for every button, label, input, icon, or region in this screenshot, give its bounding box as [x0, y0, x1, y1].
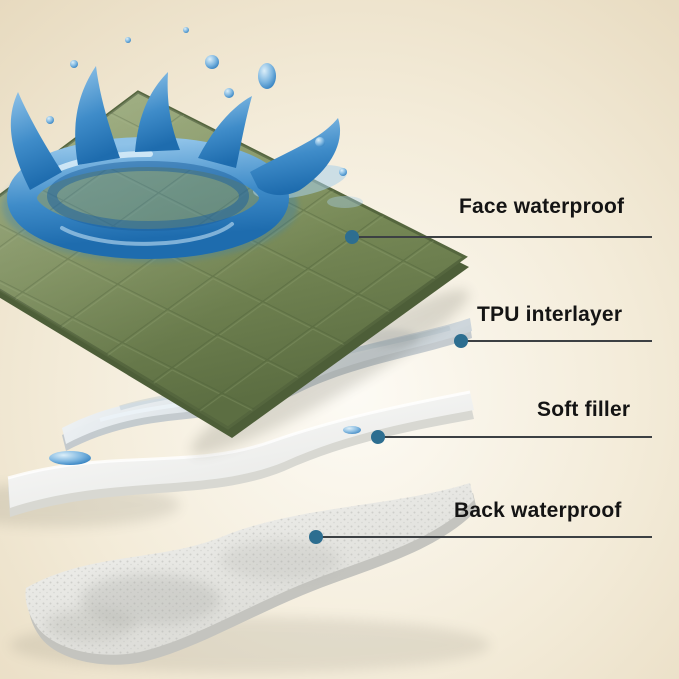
water-splash	[2, 27, 363, 262]
layer-back-waterproof	[10, 483, 490, 673]
